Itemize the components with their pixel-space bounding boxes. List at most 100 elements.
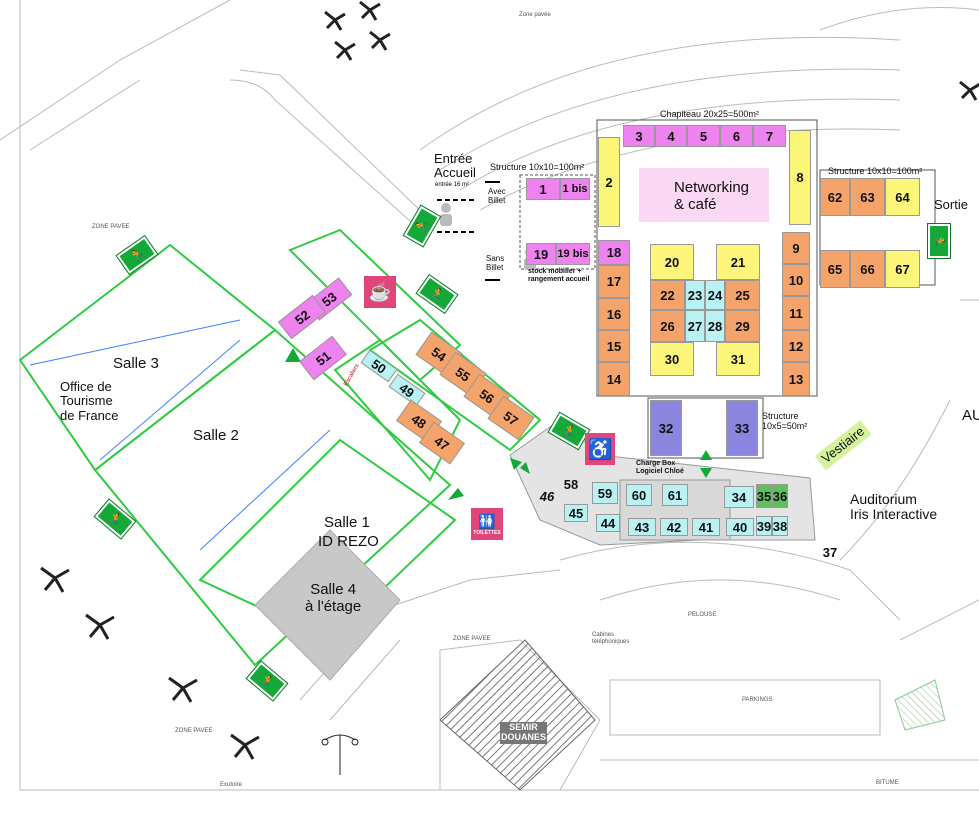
booth-11[interactable]: 11 — [782, 296, 810, 330]
au-label: AU — [962, 407, 979, 424]
salle2-label: Salle 2 — [193, 427, 239, 444]
booth-43[interactable]: 43 — [628, 518, 656, 536]
booth-1[interactable]: 1 — [526, 178, 560, 200]
booth-15[interactable]: 15 — [598, 330, 630, 362]
booth-19bis[interactable]: 19 bis — [556, 243, 590, 265]
lamp-icon — [321, 734, 359, 775]
entree-label: Entrée Accueil — [434, 151, 476, 181]
booth-65[interactable]: 65 — [820, 250, 850, 288]
palm-tree-icon — [40, 0, 979, 760]
auditorium-label: Auditorium Iris Interactive — [850, 491, 938, 523]
booth-29[interactable]: 29 — [725, 310, 760, 342]
booth-44[interactable]: 44 — [596, 514, 620, 532]
booth-63[interactable]: 63 — [850, 178, 885, 216]
structure-small-label: Structure 10x5=50m² — [762, 411, 808, 431]
booth-22[interactable]: 22 — [650, 280, 685, 310]
entree-sub-label: entrée 16 m² — [435, 182, 470, 188]
exutoire-label: Exutoire — [220, 782, 243, 788]
zone-pavee-top: Zone pavée — [519, 12, 551, 18]
charge-box-label: Charge Box Logiciel Chloé — [636, 460, 684, 475]
avec-billet-label: Avec Billet — [488, 187, 506, 205]
booth-58[interactable]: 58 — [563, 476, 579, 492]
booth-16[interactable]: 16 — [598, 298, 630, 330]
booth-61[interactable]: 61 — [662, 484, 688, 506]
booth-66[interactable]: 66 — [850, 250, 885, 288]
pelouse-label: PELOUSE — [688, 612, 717, 618]
structure-right-label: Structure 10x10=100m² — [828, 166, 923, 176]
booth-62[interactable]: 62 — [820, 178, 850, 216]
booth-19[interactable]: 19 — [526, 243, 556, 265]
emergency-exit-icon: 🏃 — [927, 222, 951, 260]
double-arrow-icon — [700, 450, 712, 478]
zone-pavee-bottom: ZONE PAVEE — [175, 728, 213, 734]
booth-23[interactable]: 23 — [685, 280, 705, 310]
booth-4[interactable]: 4 — [655, 125, 687, 147]
booth-21[interactable]: 21 — [716, 244, 760, 280]
booth-33[interactable]: 33 — [726, 400, 758, 456]
booth-7[interactable]: 7 — [753, 125, 786, 147]
booth-36[interactable]: 36 — [772, 484, 788, 508]
booth-10[interactable]: 10 — [782, 264, 810, 296]
salle4-label: Salle 4 à l'étage — [305, 581, 362, 615]
booth-1bis[interactable]: 1 bis — [560, 178, 590, 200]
booth-35[interactable]: 35 — [756, 484, 772, 508]
booth-2[interactable]: 2 — [598, 137, 620, 227]
semir-label: SEMIR DOUANES — [500, 722, 548, 744]
booth-40[interactable]: 40 — [726, 518, 754, 536]
double-arrow-icon — [510, 458, 530, 474]
booth-27[interactable]: 27 — [685, 310, 705, 342]
stock-label: stock mobilier + rangement accueil — [528, 268, 590, 283]
booth-59[interactable]: 59 — [592, 482, 618, 504]
booth-25[interactable]: 25 — [725, 280, 760, 310]
cabines-label: Cabines téléphoniques — [592, 632, 630, 645]
booth-46[interactable]: 46 — [539, 488, 555, 504]
booth-18[interactable]: 18 — [598, 240, 630, 265]
booth-8[interactable]: 8 — [789, 130, 811, 225]
booth-3[interactable]: 3 — [623, 125, 655, 147]
booth-5[interactable]: 5 — [687, 125, 720, 147]
networking-area — [639, 168, 769, 222]
booth-45[interactable]: 45 — [564, 504, 588, 522]
booth-60[interactable]: 60 — [626, 484, 652, 506]
booth-30[interactable]: 30 — [650, 342, 694, 376]
double-arrow-icon — [285, 348, 301, 362]
salle1-label: Salle 1 — [324, 514, 370, 531]
booth-41[interactable]: 41 — [692, 518, 720, 536]
booth-34[interactable]: 34 — [724, 486, 754, 508]
toilets-label: TOILETTES — [473, 529, 501, 536]
booth-20[interactable]: 20 — [650, 244, 694, 280]
toilets-icon: 🚻 TOILETTES — [471, 508, 503, 540]
chapiteau-label: Chapiteau 20x25=500m² — [660, 109, 759, 119]
zone-pavee-left: ZONE PAVEE — [92, 224, 130, 230]
booth-42[interactable]: 42 — [660, 518, 688, 536]
booth-37[interactable]: 37 — [822, 544, 838, 560]
toilets-figures-icon: 🚻 — [478, 512, 496, 529]
parkings-label: PARKINGS — [742, 697, 773, 703]
wheelchair-icon: ♿ — [585, 433, 615, 465]
booth-67[interactable]: 67 — [885, 250, 920, 288]
booth-64[interactable]: 64 — [885, 178, 920, 216]
booth-14[interactable]: 14 — [598, 362, 630, 396]
salle3-label: Salle 3 — [113, 355, 159, 372]
booth-6[interactable]: 6 — [720, 125, 753, 147]
booth-24[interactable]: 24 — [705, 280, 725, 310]
booth-12[interactable]: 12 — [782, 330, 810, 362]
networking-label: Networking & café — [674, 179, 750, 213]
office-label: Office de Tourisme de France — [60, 379, 119, 423]
bitume-label: BITUME — [876, 780, 899, 786]
sans-billet-label: Sans Billet — [486, 254, 505, 272]
double-arrow-icon — [448, 488, 464, 500]
booth-17[interactable]: 17 — [598, 265, 630, 298]
idrezo-label: ID REZO — [318, 533, 379, 550]
booth-38[interactable]: 38 — [772, 516, 788, 536]
sortie-label: Sortie — [934, 197, 968, 212]
booth-28[interactable]: 28 — [705, 310, 725, 342]
booth-39[interactable]: 39 — [756, 516, 772, 536]
booth-9[interactable]: 9 — [782, 232, 810, 264]
booth-26[interactable]: 26 — [650, 310, 685, 342]
booth-31[interactable]: 31 — [716, 342, 760, 376]
booth-13[interactable]: 13 — [782, 362, 810, 396]
structure-left-label: Structure 10x10=100m² — [490, 162, 585, 172]
salle4-area — [254, 529, 401, 681]
booth-32[interactable]: 32 — [650, 400, 682, 456]
